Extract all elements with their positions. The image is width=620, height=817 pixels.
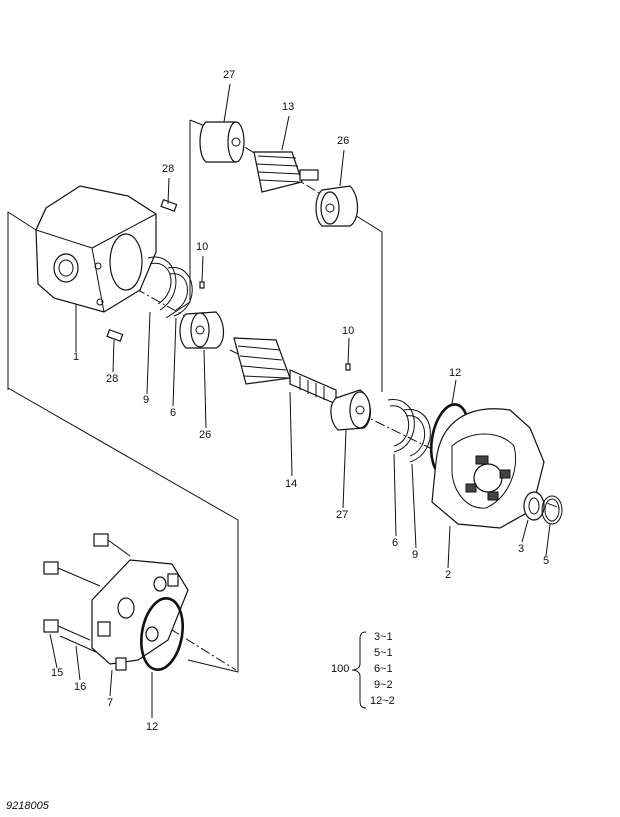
bolt-15: [43, 533, 131, 641]
seal-9-lower: [403, 409, 431, 463]
snap-ring-5: [541, 495, 563, 525]
label-part-14: 14: [285, 478, 298, 490]
label-part-26-lower: 26: [199, 429, 212, 441]
flange-7: [91, 559, 189, 665]
label-part-12-lower: 12: [146, 721, 159, 733]
pin-10-lower: [345, 363, 351, 371]
label-part-27-lower: 27: [336, 509, 349, 521]
bushing-26-upper: [315, 185, 359, 227]
label-part-9-lower: 9: [412, 549, 419, 561]
kit-item: 3~1: [374, 631, 393, 643]
seal-6-lower: [387, 399, 415, 453]
label-part-26-upper: 26: [337, 135, 350, 147]
bushing-27-lower: [330, 389, 371, 431]
label-part-5: 5: [543, 555, 550, 567]
stud-16: [59, 635, 97, 653]
pin-10-upper: [199, 281, 205, 289]
label-part-15: 15: [51, 667, 64, 679]
label-part-1: 1: [73, 351, 80, 363]
seal-6-upper: [167, 267, 193, 317]
label-part-10-lower: 10: [342, 325, 355, 337]
end-cover-2: [431, 408, 545, 529]
bushing-27-upper: [199, 121, 245, 163]
label-part-6-lower: 6: [392, 537, 399, 549]
label-part-6-upper: 6: [170, 407, 177, 419]
drive-gear-13: [253, 151, 319, 193]
label-part-28-lower: 28: [106, 373, 119, 385]
pump-housing-1: [35, 185, 157, 313]
shaft-gear-14: [233, 337, 337, 405]
label-part-3: 3: [518, 543, 525, 555]
label-part-7: 7: [107, 697, 114, 709]
o-ring-12-lower: [140, 597, 184, 671]
drawing-number: 9218005: [6, 800, 49, 812]
pin-28-upper: [160, 199, 178, 212]
pin-28-lower: [106, 329, 124, 342]
label-part-13: 13: [282, 101, 295, 113]
kit-item: 9~2: [374, 679, 393, 691]
bushing-26-lower: [179, 311, 225, 349]
label-part-10-upper: 10: [196, 241, 209, 253]
kit-number: 100: [331, 663, 350, 675]
label-part-9-upper: 9: [143, 394, 150, 406]
label-part-12-upper: 12: [449, 367, 462, 379]
kit-item: 12~2: [370, 695, 395, 707]
leader-lines: [49, 83, 551, 718]
label-part-16: 16: [74, 681, 87, 693]
seal-9-upper: [147, 256, 177, 311]
label-part-2: 2: [445, 569, 452, 581]
label-part-28-upper: 28: [162, 163, 175, 175]
nut-16: [115, 573, 179, 671]
label-part-27-upper: 27: [223, 69, 236, 81]
kit-brace: [351, 631, 367, 709]
oil-seal-3: [523, 491, 545, 521]
kit-item: 5~1: [374, 647, 393, 659]
kit-item: 6~1: [374, 663, 393, 675]
